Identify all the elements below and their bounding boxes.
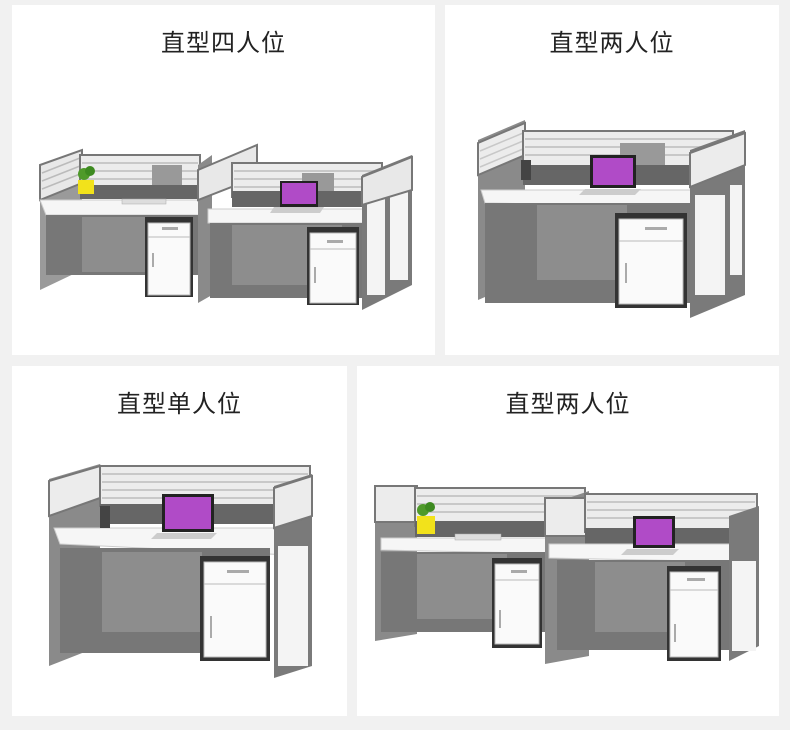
product-card-two-seat-linear[interactable]: 直型两人位 xyxy=(357,366,779,716)
product-title: 直型两人位 xyxy=(505,390,631,418)
product-title: 直型四人位 xyxy=(161,29,286,57)
workstation-two-seat-linear-image xyxy=(374,485,759,664)
workstation-single-seat-image xyxy=(48,464,313,678)
desk-bay-left xyxy=(39,148,209,297)
product-title: 直型两人位 xyxy=(549,29,675,57)
workstation-two-seat-image xyxy=(477,120,746,318)
product-card-four-seat[interactable]: 直型四人位 xyxy=(12,5,435,355)
product-card-single-seat[interactable]: 直型单人位 xyxy=(12,366,347,716)
product-card-two-seat-deep[interactable]: 直型两人位 xyxy=(445,5,779,355)
product-title: 直型单人位 xyxy=(117,390,242,418)
workstation-four-seat-image xyxy=(39,143,413,310)
desk-bay-right xyxy=(197,143,413,310)
